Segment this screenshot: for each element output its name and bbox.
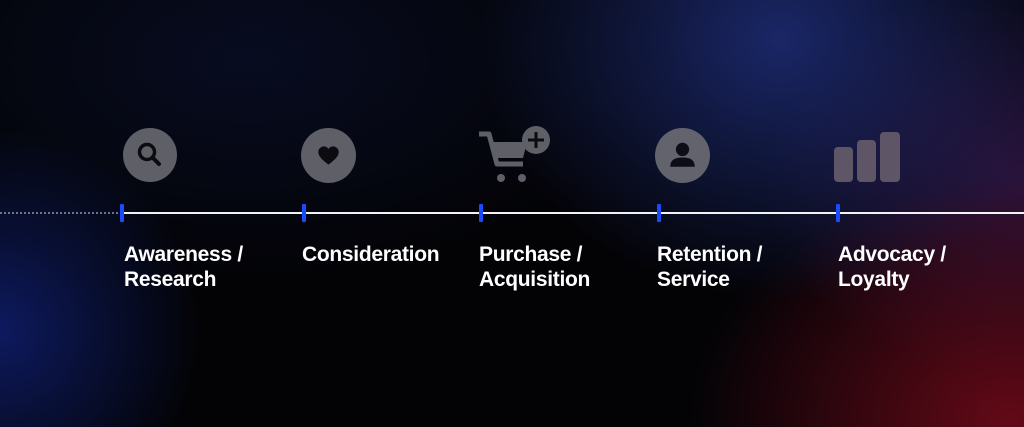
- stage-label-line2: Acquisition: [479, 268, 591, 291]
- stage-label-advocacy: Advocacy / Loyalty: [838, 242, 946, 292]
- tick-awareness: [120, 204, 124, 222]
- stage-label-line1: Advocacy /: [838, 243, 946, 266]
- stage-label-line2: Service: [657, 268, 730, 291]
- stage-label-purchase: Purchase / Acquisition: [479, 242, 590, 292]
- stage-label-line1: Purchase /: [479, 243, 583, 266]
- stage-label-line2: Research: [124, 268, 217, 291]
- timeline-dotted-start: [0, 212, 118, 214]
- bar-chart-icon: [834, 132, 900, 182]
- timeline-line: [120, 212, 1024, 214]
- stage-label-line1: Retention /: [657, 243, 763, 266]
- stage-label-awareness: Awareness / Research: [124, 242, 243, 292]
- heart-icon: [301, 128, 356, 183]
- search-icon: [123, 128, 177, 182]
- tick-consideration: [302, 204, 306, 222]
- user-icon: [655, 128, 710, 183]
- tick-advocacy: [836, 204, 840, 222]
- stage-label-line1: Awareness /: [124, 243, 243, 266]
- cart-plus-icon: [479, 126, 550, 182]
- stage-label-retention: Retention / Service: [657, 242, 763, 292]
- tick-purchase: [479, 204, 483, 222]
- stage-label-line2: Loyalty: [838, 268, 910, 291]
- stage-label-consideration: Consideration: [302, 242, 440, 267]
- stage-label-line1: Consideration: [302, 243, 440, 266]
- tick-retention: [657, 204, 661, 222]
